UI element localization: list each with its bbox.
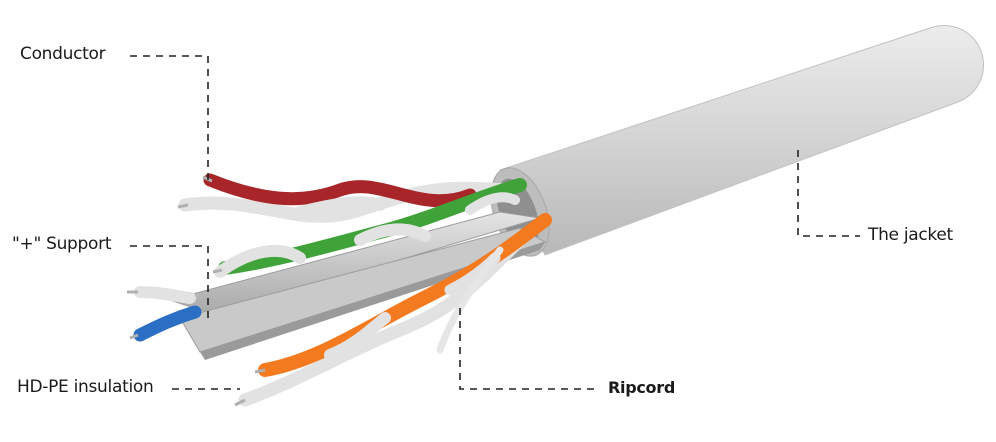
- red-white-pair: [177, 173, 512, 223]
- label-jacket: The jacket: [868, 225, 953, 245]
- leader-lines: [130, 55, 860, 390]
- leader-support: [130, 245, 209, 318]
- blue-white-pair: [127, 286, 202, 342]
- leader-jacket: [797, 150, 860, 237]
- label-support: "+" Support: [12, 234, 112, 254]
- label-conductor: Conductor: [20, 44, 106, 64]
- label-insulation: HD-PE insulation: [17, 377, 154, 397]
- leader-ripcord: [459, 308, 598, 390]
- label-ripcord: Ripcord: [608, 378, 675, 397]
- green-white-pair: [212, 178, 527, 278]
- ripcord: [436, 246, 504, 354]
- leader-conductor: [130, 55, 209, 182]
